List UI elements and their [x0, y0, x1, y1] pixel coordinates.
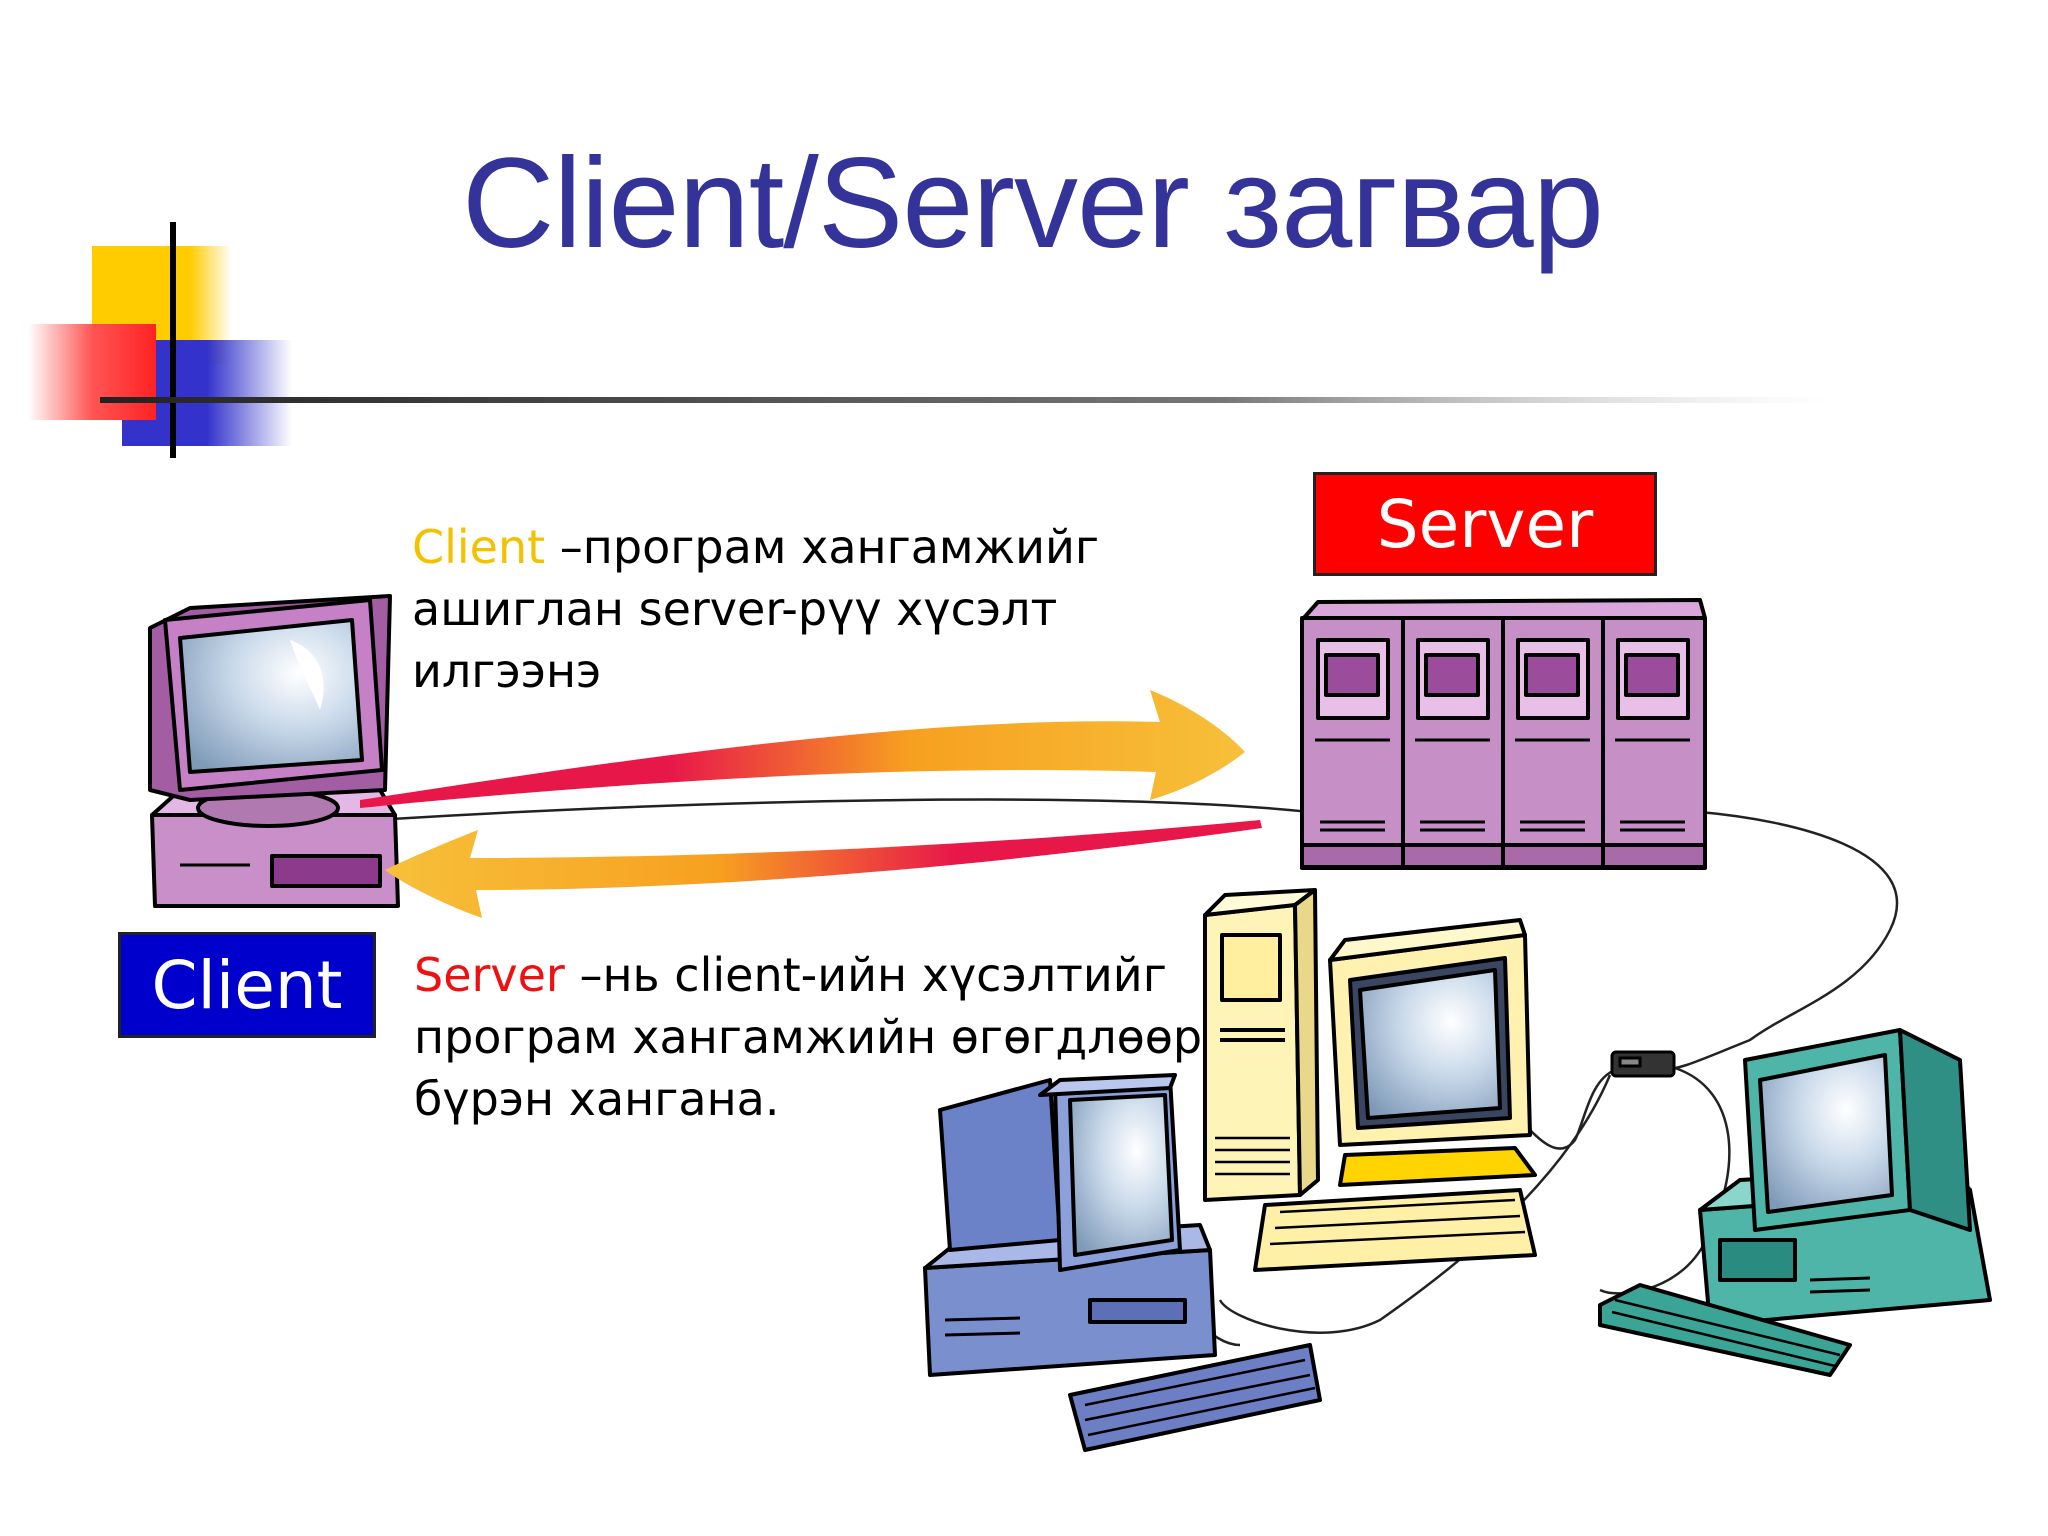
client-description-line-1: Client –програм хангамжийг — [412, 516, 1099, 578]
client-desc-text-1: –програм хангамжийг — [545, 520, 1100, 574]
server-highlight: Server — [414, 948, 565, 1002]
client-description: Client –програм хангамжийг ашиглан serve… — [412, 516, 1099, 702]
workstation-blue-icon — [923, 1073, 1322, 1452]
server-description-line-3: бүрэн хангана. — [414, 1072, 780, 1126]
slide-decoration — [28, 222, 1830, 458]
server-label: Server — [1313, 472, 1657, 576]
server-description-line-2: програм хангамжийн өгөгдлөөр — [414, 1010, 1203, 1064]
request-arrow — [360, 690, 1245, 808]
client-label-text: Client — [151, 946, 343, 1024]
server-description-line-1: Server –нь client-ийн хүсэлтийг — [414, 944, 1202, 1006]
server-desc-text-1: –нь client-ийн хүсэлтийг — [564, 948, 1167, 1002]
server-rack-icon — [1300, 598, 1707, 870]
server-description: Server –нь client-ийн хүсэлтийг програм … — [414, 944, 1202, 1130]
client-description-line-3: илгээнэ — [412, 644, 602, 698]
page-title: Client/Server загвар — [462, 132, 1604, 275]
response-arrow — [385, 820, 1262, 918]
client-highlight: Client — [412, 520, 546, 574]
workstation-yellow-icon — [1203, 888, 1537, 1272]
client-label: Client — [118, 932, 376, 1038]
workstation-teal-icon — [1598, 1028, 1992, 1377]
network-hub-icon — [1610, 1050, 1676, 1078]
client-description-line-2: ашиглан server-рүү хүсэлт — [412, 582, 1058, 636]
server-label-text: Server — [1376, 485, 1594, 563]
client-computer-icon — [148, 594, 400, 908]
